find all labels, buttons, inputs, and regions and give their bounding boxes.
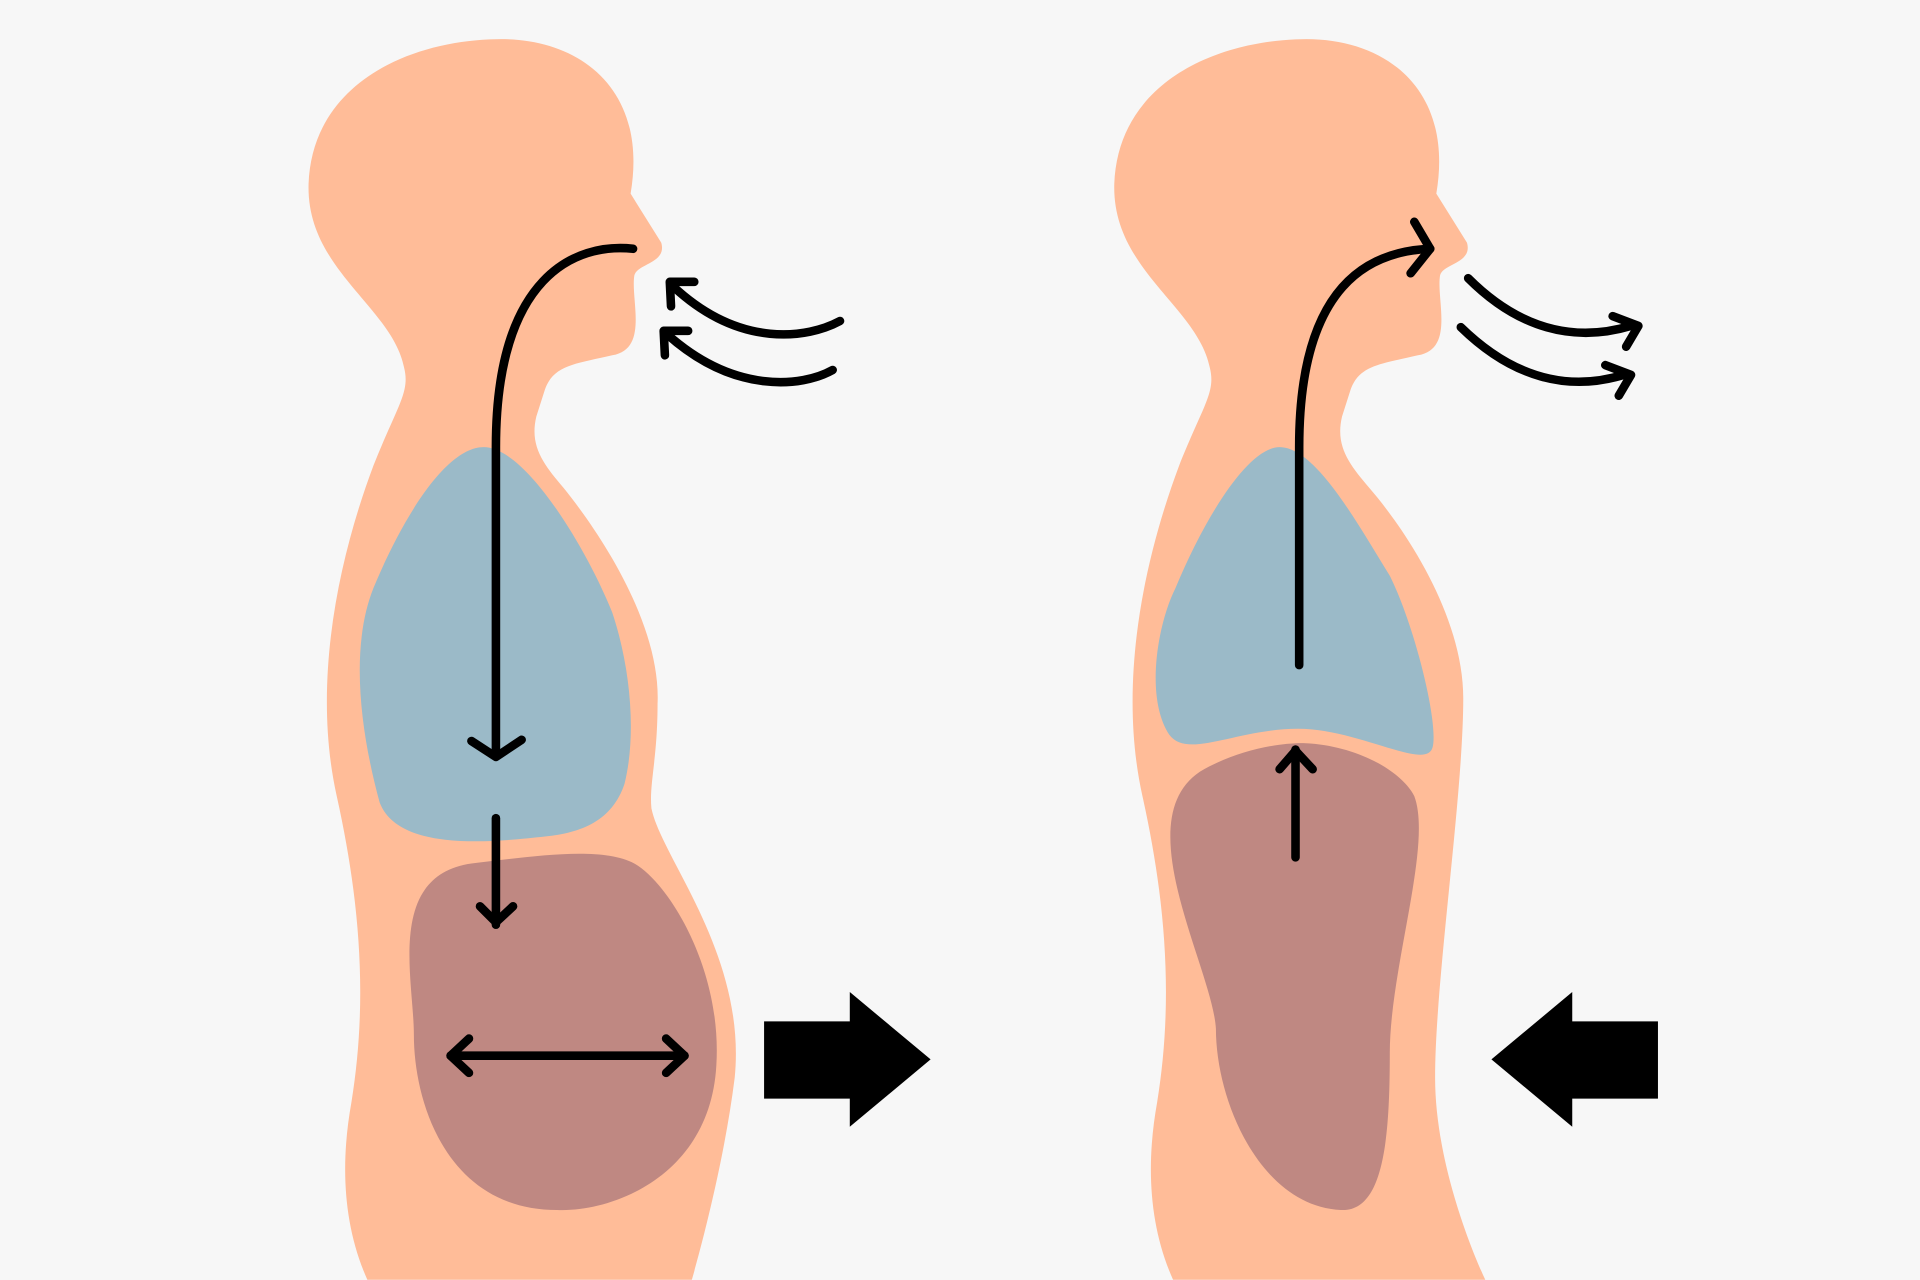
airway-up-arrow-icon [1294,217,1435,670]
big-arrow-left-icon [1491,992,1658,1127]
diaphragm-down-arrow-icon [475,813,518,929]
abdomen-expand-arrow-icon [446,1034,689,1078]
abdomen [409,853,717,1211]
air-in-arrow-icon [659,277,845,387]
air-out-arrow-icon [1456,273,1643,400]
exhale-figure [1114,39,1643,1280]
inhale-figure [308,39,845,1280]
airway-down-arrow-icon [467,243,638,762]
big-arrow-right-icon [764,992,931,1127]
abdomen [1170,743,1419,1211]
lungs [1155,447,1434,755]
diaphragm-up-arrow-icon [1275,745,1317,862]
